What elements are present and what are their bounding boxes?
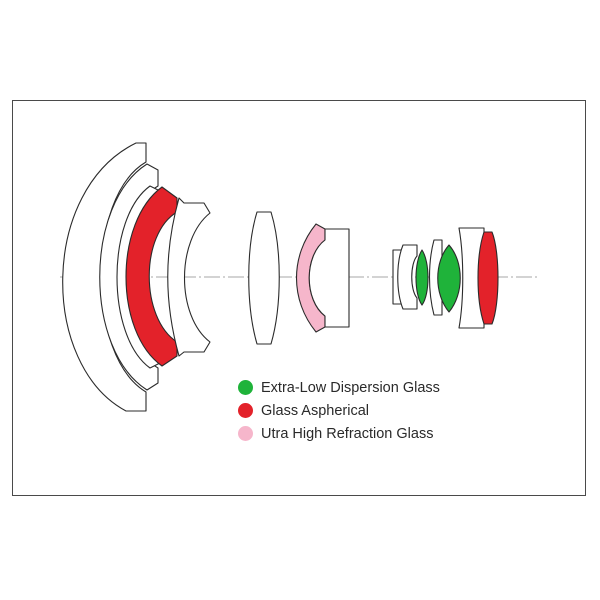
lens-element-8 [308, 228, 350, 328]
legend-label: Utra High Refraction Glass [261, 425, 434, 442]
lens-element-10 [397, 244, 418, 310]
lens-element-12 [429, 239, 443, 316]
lens-element-6 [248, 211, 280, 345]
lens-element-5 [167, 197, 211, 357]
aspherical-lens-element-4 [125, 186, 178, 367]
legend-item-extra-low-dispersion: Extra-Low Dispersion Glass [238, 376, 440, 399]
legend-label: Glass Aspherical [261, 402, 369, 419]
pink-dot-icon [238, 426, 253, 441]
extra-low-dispersion-lens-element-11 [415, 249, 429, 306]
green-dot-icon [238, 380, 253, 395]
legend-label: Extra-Low Dispersion Glass [261, 379, 440, 396]
legend: Extra-Low Dispersion Glass Glass Aspheri… [238, 376, 440, 445]
legend-item-aspherical: Glass Aspherical [238, 399, 440, 422]
legend-item-ultra-high-refraction: Utra High Refraction Glass [238, 422, 440, 445]
extra-low-dispersion-lens-element-13 [437, 244, 461, 313]
aspherical-lens-element-15 [477, 231, 499, 325]
red-dot-icon [238, 403, 253, 418]
